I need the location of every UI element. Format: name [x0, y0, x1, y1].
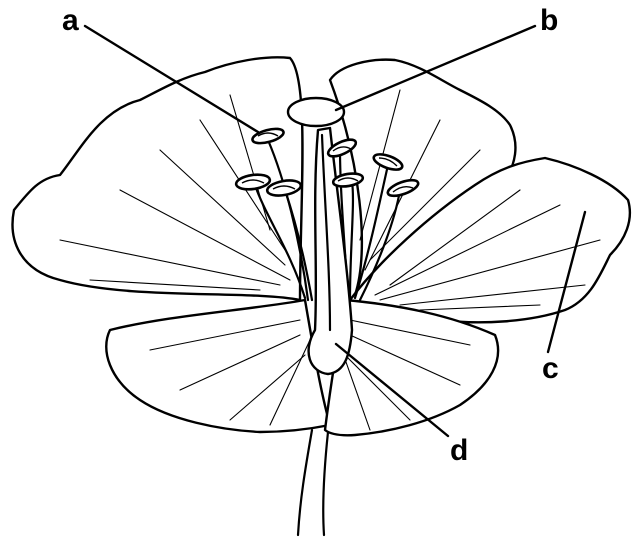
label-d: d	[450, 434, 468, 467]
label-b: b	[540, 4, 558, 37]
flower-stem	[298, 430, 328, 535]
petal-front-left	[106, 300, 330, 432]
label-a: a	[62, 4, 79, 37]
pistil	[309, 128, 352, 374]
label-c: c	[542, 352, 559, 385]
stigma	[288, 98, 344, 126]
